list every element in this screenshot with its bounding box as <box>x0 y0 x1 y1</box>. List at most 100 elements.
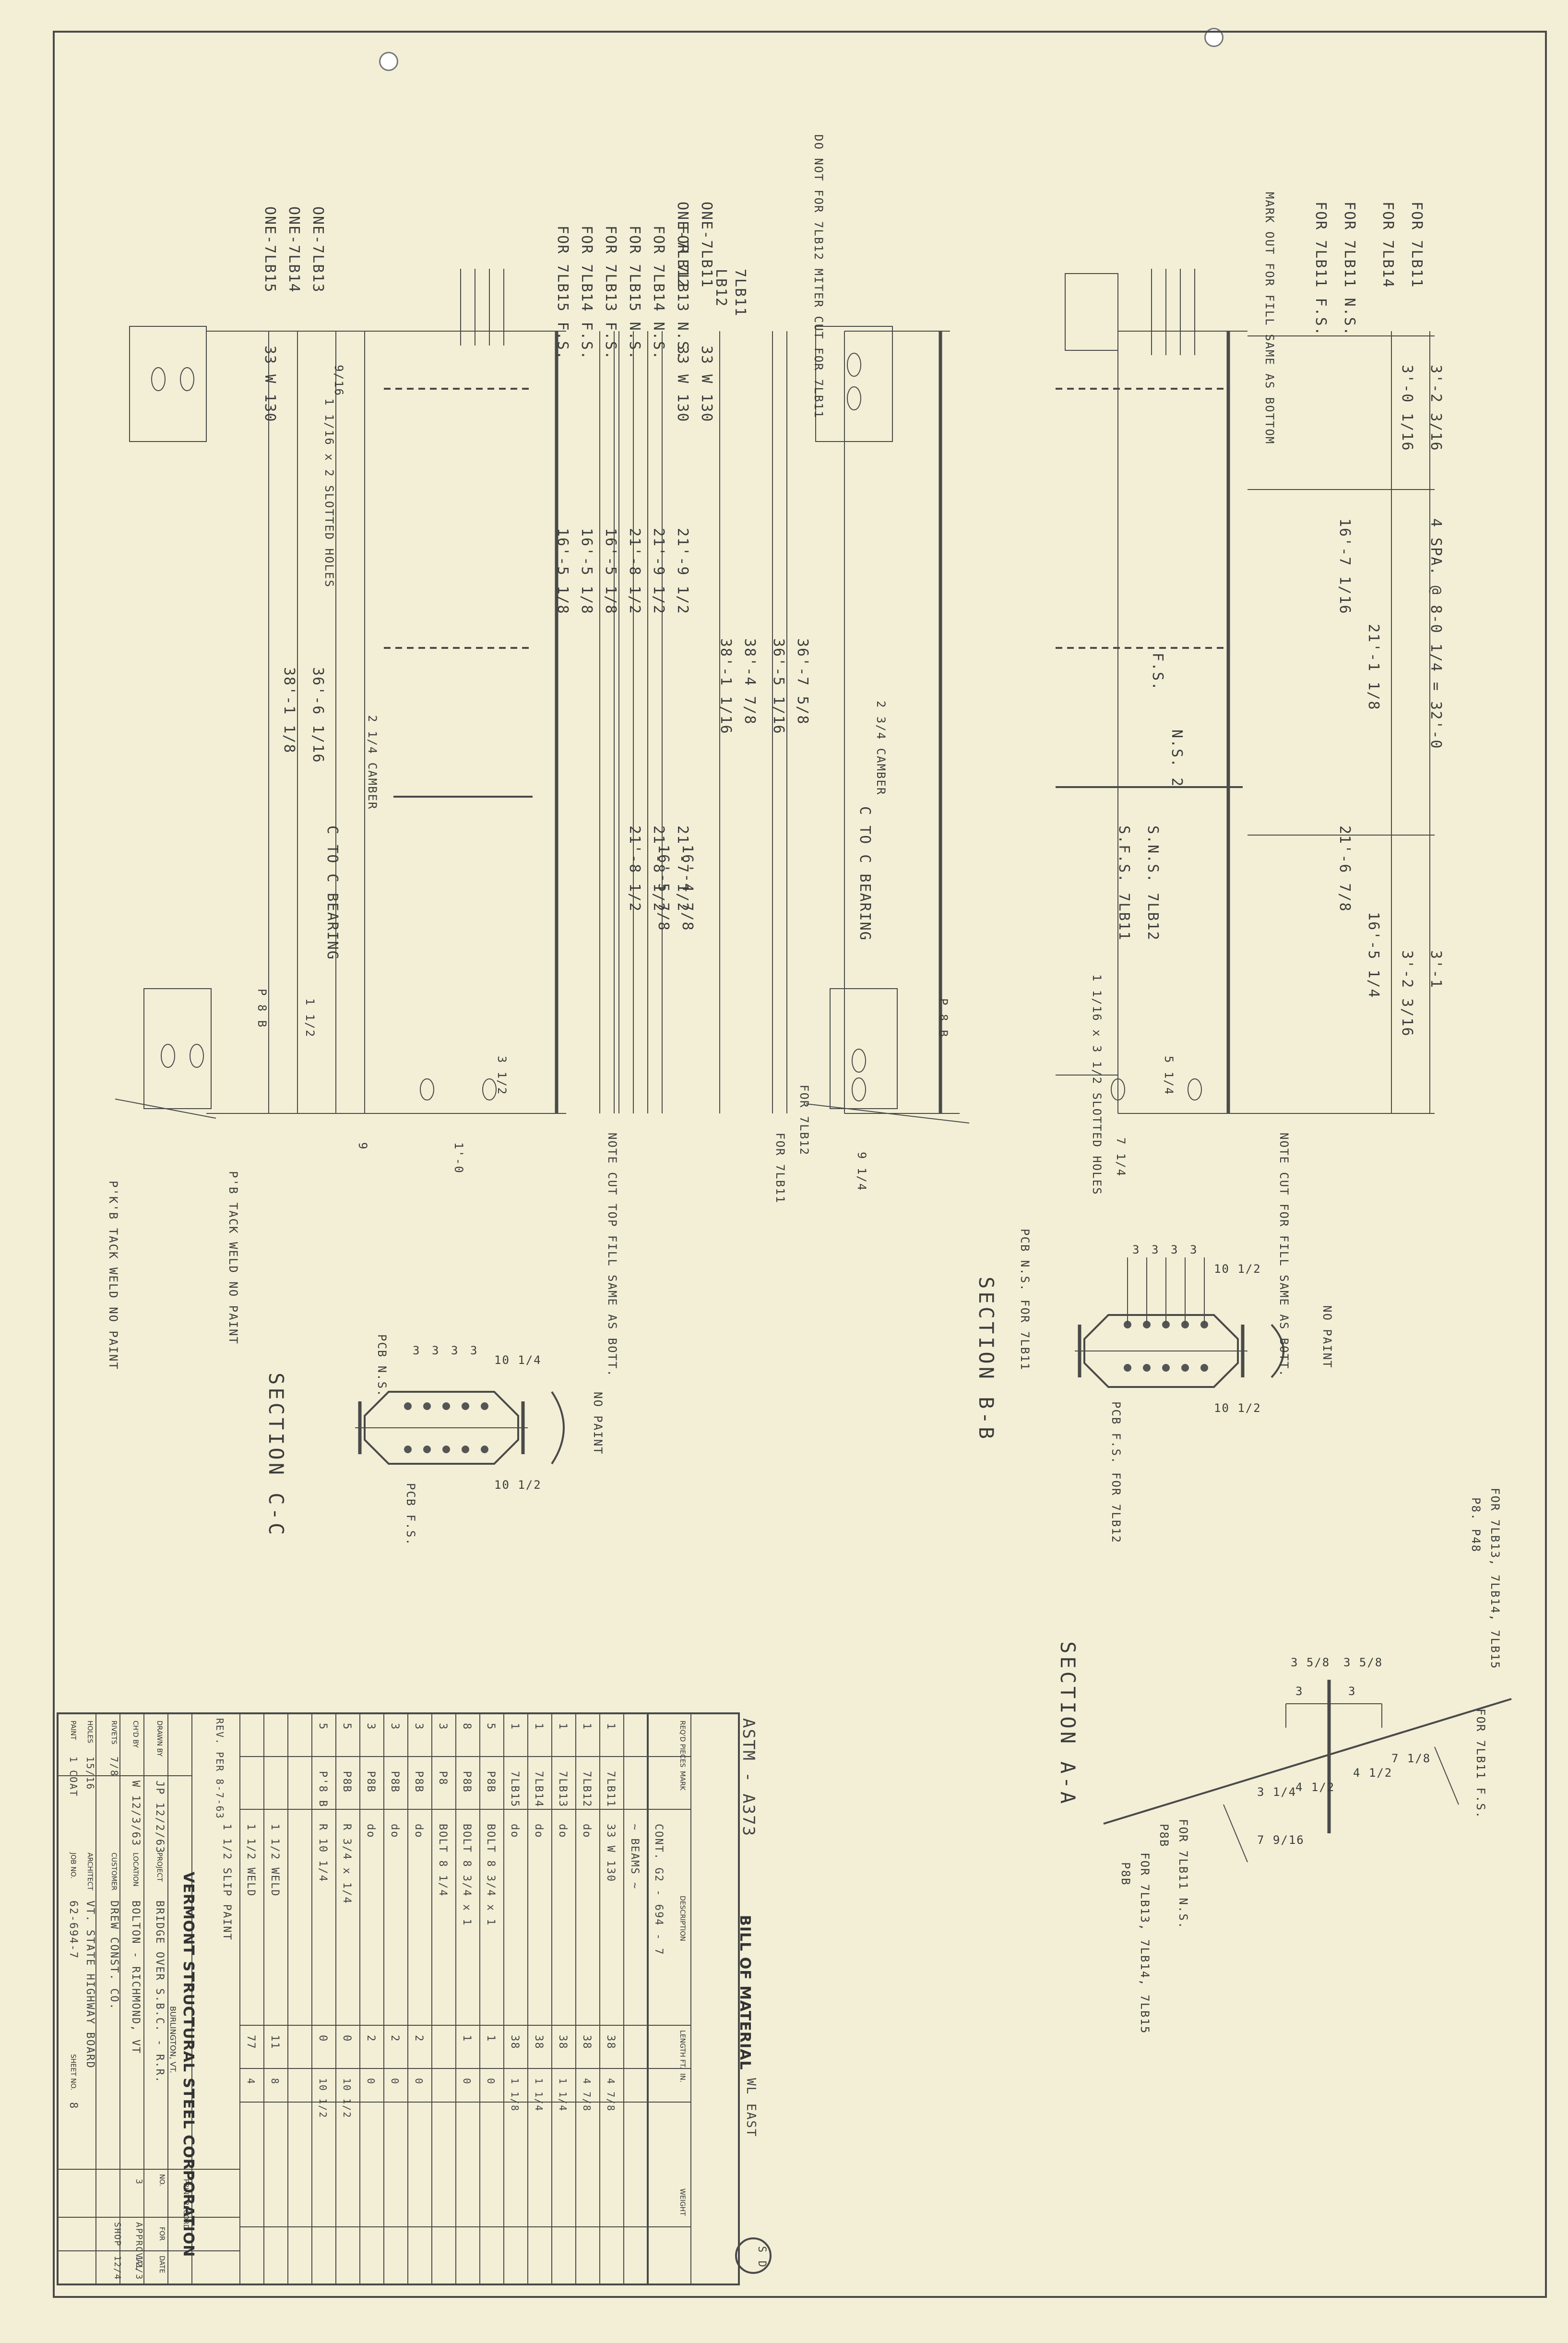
girder1-mark-e: MARK OUT FOR FILL SAME AS BOTTOM <box>1263 192 1276 445</box>
bill-header-length-in: IN. <box>678 2073 686 2083</box>
job-value: 62-694-7 <box>67 1901 79 1959</box>
girder1-note: N.S. 2 <box>1168 729 1185 788</box>
print-record-header-for: FOR <box>158 2227 166 2241</box>
bill-cell: 1 <box>557 1723 569 1731</box>
girder3-dim: 16'-5 1/8 <box>578 528 595 615</box>
customer-value: DREW CONST. CO. <box>108 1901 120 2010</box>
girder2-mark: LB12 <box>713 269 729 308</box>
bill-cell: BOLT 8 1/4 <box>437 1824 449 1897</box>
section-b-b-dim: 10 1/2 <box>1214 1262 1261 1276</box>
bill-cell: 7LB11 <box>605 1771 617 1808</box>
girder3-dim: 21'-9 1/2 <box>674 528 691 615</box>
architect-label: ARCHITECT <box>86 1853 94 1890</box>
girder-elevation-2 <box>618 326 970 1124</box>
girder4-mark: 33 W 130 <box>261 346 278 423</box>
bill-cell: 7LB12 <box>581 1771 593 1808</box>
girder-elevation-4 <box>115 326 365 1119</box>
girder3-dim: 21'-8 1/2 <box>650 825 667 912</box>
girder4-mark: 9/16 <box>332 365 345 396</box>
bill-cell: 3 <box>365 1723 377 1731</box>
girder1-note: F.S. <box>1149 653 1166 692</box>
girder3-dim: 21'-7 1/2 <box>674 825 691 912</box>
bill-cell: BOLT 8 3/4 x 1 <box>485 1824 497 1926</box>
section-a-a-dim: 7 1/8 <box>1391 1752 1431 1765</box>
bill-cell: 38 <box>605 2035 617 2050</box>
project-label: PROJECT <box>155 1853 163 1882</box>
girder4-mark: C TO C BEARING <box>324 825 341 960</box>
bill-cell: P8B <box>389 1771 401 1793</box>
section-a-a-dim: 3 5/8 <box>1291 1656 1330 1669</box>
section-a-a-label: P8B <box>1157 1824 1171 1848</box>
title-block-frame <box>57 1712 772 2285</box>
bill-cell: 11 <box>269 2035 281 2050</box>
section-a-a-label: FOR 7LB11 N.S. <box>1176 1819 1190 1930</box>
section-c-c-dim: 3 <box>470 1344 478 1357</box>
girder4-mark: ONE-7LB14 <box>285 206 302 293</box>
dim-label: 7 1/4 <box>1114 1137 1128 1177</box>
girder2-dim: 2 3/4 CAMBER <box>874 701 888 796</box>
section-c-c-dim: 3 <box>451 1344 459 1357</box>
section-a-a-dim: 3 <box>1295 1685 1304 1698</box>
section-c-c-dim: 10 1/2 <box>494 1478 542 1492</box>
section-c-c-dim: 3 <box>432 1344 440 1357</box>
bill-cell: do <box>581 1824 593 1839</box>
punch-hole <box>379 52 398 71</box>
bill-cell: do <box>557 1824 569 1839</box>
bill-cell: P'8 B <box>317 1771 329 1808</box>
section-b-b-dim: 3 <box>1171 1243 1179 1256</box>
section-c-c-title: SECTION C-C <box>264 1373 288 1538</box>
bill-cell: 5 <box>485 1723 497 1731</box>
bill-cell: 1 1/2 WELD <box>245 1824 257 1897</box>
girder2-mark: 7LB11 <box>732 269 748 317</box>
section-b-b-dim: 3 <box>1190 1243 1198 1256</box>
girder2-dim: 38'-1 1/16 <box>717 638 734 735</box>
section-a-a-drawing <box>1103 1680 1512 1863</box>
girder4-mark: ONE-7LB15 <box>261 206 278 293</box>
bill-cell: 1 <box>461 2035 473 2043</box>
girder4-mark: 38'-1 1/8 <box>281 667 297 754</box>
bill-cell: 1 <box>533 1723 545 1731</box>
bill-cell: 10 1/2 <box>317 2078 329 2119</box>
sheet-label: SHEET NO. <box>69 2054 77 2091</box>
bill-header-weight: WEIGHT <box>678 2188 686 2216</box>
print-record-header-no: NO. <box>158 2174 166 2187</box>
print-record-header-date: DATE <box>158 2256 166 2273</box>
section-c-c-label: PCB N.S. <box>375 1334 389 1398</box>
bill-cell: do <box>509 1824 521 1839</box>
bill-cell: 1 1/8 <box>509 2078 521 2112</box>
bill-cell: do <box>389 1824 401 1839</box>
section-c-c-label: NO PAINT <box>591 1392 605 1455</box>
dim-label: 1 1/2 <box>303 998 317 1038</box>
bill-header-mark: MARK <box>678 1771 686 1791</box>
section-b-b-label: PCB N.S. FOR 7LB11 <box>1018 1229 1032 1371</box>
section-a-a-dim: 3 <box>1348 1685 1356 1698</box>
girder2-mark: 33 W 130 <box>698 346 715 423</box>
girder3-dim: 21'-8 1/2 <box>626 528 643 615</box>
bill-cell: 8 <box>461 1723 473 1731</box>
girder3-dim: 16'-5 1/8 <box>554 528 571 615</box>
bill-cell: 10 1/2 <box>341 2078 353 2119</box>
print-record-cell: 12/4 <box>112 2256 122 2281</box>
bill-cell: 7LB13 <box>557 1771 569 1808</box>
girder1-dim: 21'-6 7/8 <box>1336 825 1353 912</box>
bill-cell: ~ BEAMS ~ <box>629 1824 641 1890</box>
girder1-dim: 16'-7 1/16 <box>1336 518 1353 615</box>
bill-cell: 7LB15 <box>509 1771 521 1808</box>
girder3-mark: FOR 7LB15 F.S. <box>554 226 571 360</box>
holes-label: HOLES <box>86 1721 94 1744</box>
girder3-mark: FOR 7LB15 N.S. <box>626 226 643 360</box>
bill-cell: R 3/4 x 1/4 <box>341 1824 353 1904</box>
girder-elevation-1 <box>1056 269 1435 1114</box>
girder-elevation-3 <box>364 269 615 1114</box>
bill-cell: 4 <box>245 2078 257 2085</box>
girder3-dim: 16'-5 1/8 <box>602 528 619 615</box>
bill-cell: 38 <box>533 2035 545 2050</box>
girder1-dim: 3'-1 <box>1427 950 1444 989</box>
bill-cell: 0 <box>413 2078 425 2085</box>
bill-cell: P8B <box>365 1771 377 1793</box>
girder1-note: S.F.S. 7LB11 <box>1116 825 1132 941</box>
bill-cell: P8B <box>341 1771 353 1793</box>
location-value: BOLTON - RICHMOND, VT <box>130 1901 142 2055</box>
sheet-mark: S D <box>756 2246 768 2268</box>
bill-cell: 4 7/8 <box>581 2078 593 2112</box>
